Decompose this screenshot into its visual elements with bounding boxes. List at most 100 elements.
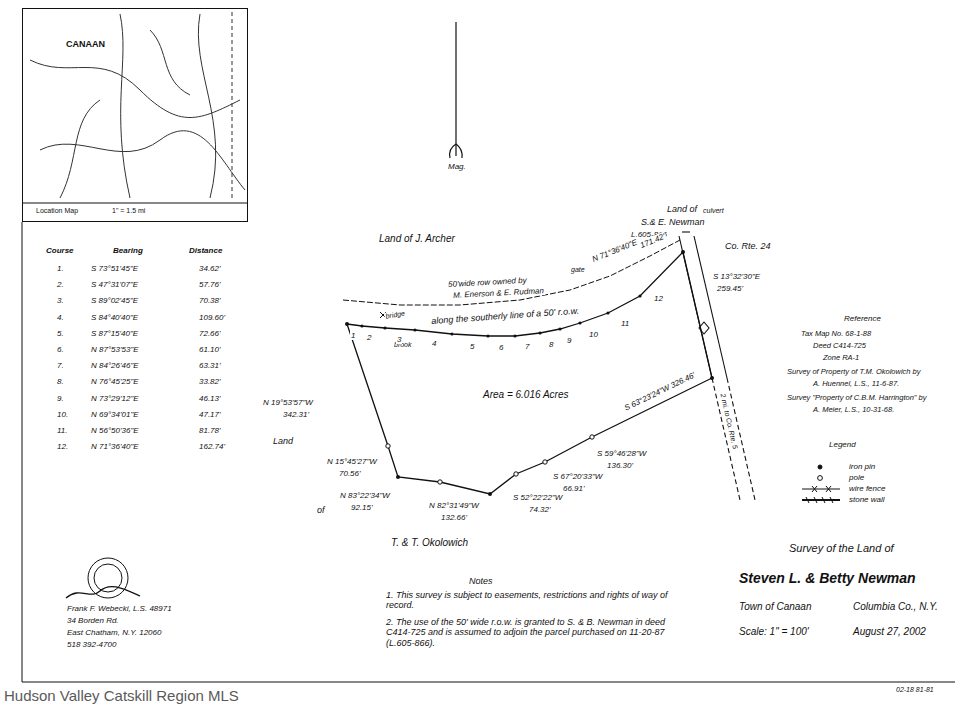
feature-label: bridge [384,309,407,321]
bearing-cell: N 84°26'46"E [90,361,140,370]
owner-name: Steven L. & Betty Newman [738,570,917,586]
row-note: along the southerly line of a 50' r.o.w. [430,306,580,327]
iron-pin [578,321,581,324]
road-edge [694,236,727,378]
bearing-cell: S 87°15'40"E [90,329,139,338]
callout-number: 8 [548,340,554,349]
note-text: 2. The use of the 50' wide r.o.w. is gra… [385,617,692,648]
callout-number: 12 [653,294,664,303]
distance-label: 74.32' [528,505,552,514]
distance-cell: 109.60' [198,313,226,322]
road-line [60,100,100,198]
distance-cell: 72.66' [198,329,222,338]
stone-wall-symbol [806,497,833,503]
distance-cell: 63.31' [198,361,222,370]
distance-cell: 33.82' [198,377,222,386]
road-edge [712,378,740,500]
bearing-label: N 82°31'49"W [428,501,480,510]
iron-pin [396,475,400,479]
distance-cell: 34.62' [198,264,222,273]
distance-label: 92.15' [350,503,374,512]
seal [66,558,140,598]
adjoiner-name: Land of J. Archer [378,233,456,245]
distance-label: 70.56' [338,469,362,478]
callout-number: 6 [498,343,504,352]
reference-line: Tax Map No. 68-1-88 [800,330,872,339]
drawing-number: 02-18 81-81 [895,686,935,694]
frame-line [22,682,955,683]
course-number: 8. [56,377,65,386]
callout-number: 7 [524,342,530,351]
title-line: Scale: 1" = 100' [738,626,810,638]
bearing-label: N 83°22'34"W [339,491,391,500]
feature-label: gate [570,266,586,274]
course-number: 5. [56,329,65,338]
course-number: 2. [56,280,65,289]
iron-pin [488,492,492,496]
north-arrow-head [450,144,463,158]
watermark: Hudson Valley Catskill Region MLS [3,687,240,704]
map-caption: Location Map [35,207,79,215]
iron-pin [486,334,489,337]
callout-number: 3 [396,335,402,344]
bearing-cell: S 84°40'40"E [90,313,139,322]
place-name: CANAAN [65,39,106,49]
distance-cell: 47.17' [198,410,222,419]
road-line [198,14,215,198]
bearing-label: S 59°46'28"W [596,449,647,458]
frame [22,203,955,682]
distance-cell: 162.74' [198,442,226,451]
notes-heading: Notes [468,576,494,586]
note-text: 1. This survey is subject to easements, … [385,590,687,611]
bearing-label: N 15°45'27"W [326,457,378,466]
distance-cell: 46.13' [198,394,222,403]
bearing-cell: N 87°53'53"E [90,345,140,354]
reference-line: A. Huennel, L.S., 11-6-87. [812,380,900,389]
iron-pin [606,311,609,314]
bearing-cell: N 71°36'40"E [90,442,140,451]
title-line: Survey of the Land of [788,542,895,555]
distance-label: 66.91' [562,484,586,493]
title-line: Town of Canaan [738,601,812,613]
surveyor-line: Frank F. Webecki, L.S. 48971 [66,604,173,613]
distance-cell: 57.76' [198,280,222,289]
distance-cell: 81.78' [198,426,222,435]
reference-line: Zone RA-1 [822,354,860,363]
legend-text: iron pin [848,462,876,471]
callout-number: 1 [350,331,356,340]
iron-pin-symbol [818,465,822,469]
course-number: 9. [56,394,65,403]
parcel [347,252,712,494]
bearing-cell: S 73°51'45"E [90,264,139,273]
legend-text: wire fence [848,484,886,493]
bearing-label: S 13°32'30"E [712,272,761,281]
road-line [150,30,190,95]
course-number: 6. [56,345,65,354]
map-caption: 1" = 1.5 mi [111,207,146,215]
wire-fence-symbol [812,486,831,492]
wire-fence-symbol [802,489,840,490]
bearing-cell: N 56°50'36"E [90,426,140,435]
surveyor-line: East Chatham, N.Y. 12060 [66,628,162,637]
north-arrow-shaft [455,22,456,156]
callout-number: 4 [431,339,437,348]
road-edge [679,236,712,378]
iron-pin [450,332,453,335]
title-line: Columbia Co., N.Y. [852,601,939,613]
iron-pin [638,294,641,297]
callout-number: 2 [366,333,372,342]
reference-heading: Reference [843,314,882,323]
reference-line: Survey "Property of C.B.M. Harrington" b… [786,394,928,403]
iron-pin [360,324,363,327]
north-arrow [450,22,463,158]
course-number: 11. [56,426,69,435]
road-line [40,131,245,190]
frame-line [22,222,23,682]
inset-map-frame: CANAAN Location Map 1" = 1.5 mi [22,8,248,222]
right-of-way [343,240,680,318]
title-line: August 27, 2002 [852,626,927,638]
course-number: 1. [56,264,65,273]
bearing-label: N 19°53'57"W [262,398,314,407]
table-header: Distance [188,246,223,255]
road-line [30,60,240,118]
